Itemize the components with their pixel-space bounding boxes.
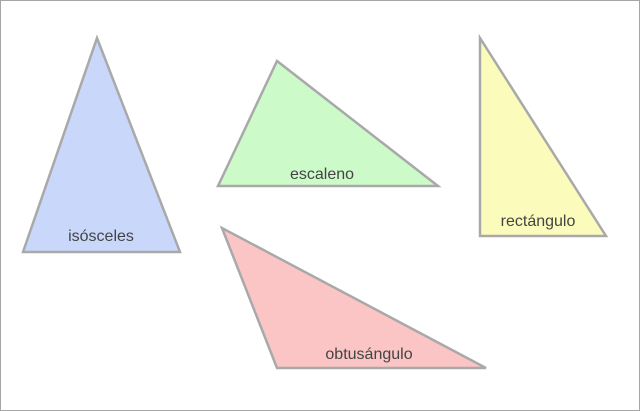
right-label: rectángulo bbox=[501, 213, 576, 230]
scalene-label: escaleno bbox=[290, 166, 354, 183]
isosceles-shape bbox=[21, 34, 182, 254]
isosceles-label: isósceles bbox=[68, 228, 134, 245]
triangle-right: rectángulo bbox=[478, 33, 609, 238]
right-shape bbox=[478, 33, 609, 238]
triangle-isosceles: isósceles bbox=[21, 34, 182, 254]
triangle-scalene: escaleno bbox=[216, 59, 442, 188]
triangle-obtuse: obtusángulo bbox=[219, 225, 487, 370]
obtuse-label: obtusángulo bbox=[325, 346, 412, 363]
obtuse-shape bbox=[219, 225, 487, 370]
scalene-shape bbox=[216, 59, 442, 188]
